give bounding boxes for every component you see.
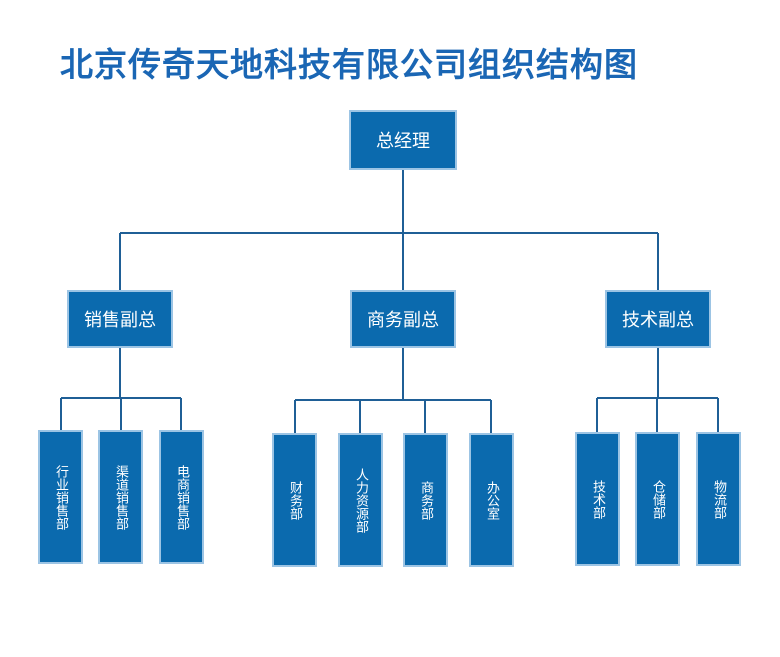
- node-division-2: 商务副总: [350, 290, 456, 348]
- chart-title: 北京传奇天地科技有限公司组织结构图: [60, 45, 638, 84]
- node-department: 电商销售部: [159, 430, 204, 564]
- node-department: 商务部: [403, 433, 448, 567]
- node-division-3: 技术副总: [605, 290, 711, 348]
- node-division-1: 销售副总: [67, 290, 173, 348]
- node-department: 物流部: [696, 432, 741, 566]
- node-department: 财务部: [272, 433, 317, 567]
- node-root: 总经理: [349, 110, 457, 170]
- node-department: 仓储部: [635, 432, 680, 566]
- node-department: 人力资源部: [338, 433, 383, 567]
- node-department: 渠道销售部: [98, 430, 143, 564]
- node-department: 办公室: [469, 433, 514, 567]
- node-department: 行业销售部: [38, 430, 83, 564]
- node-department: 技术部: [575, 432, 620, 566]
